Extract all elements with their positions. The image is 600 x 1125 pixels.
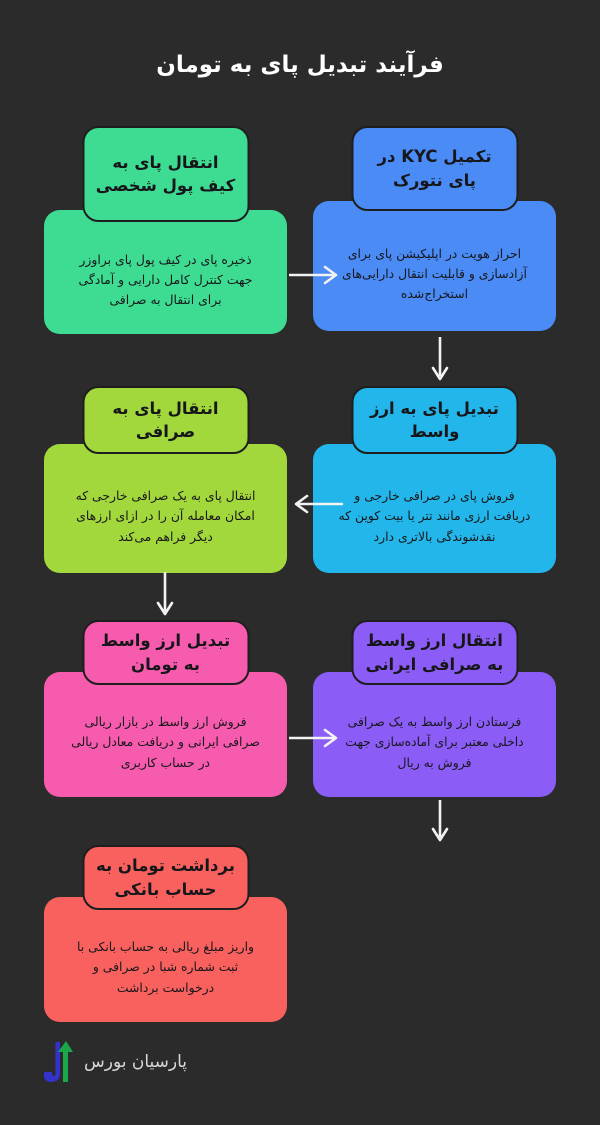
flow-step-2-body-text: ذخیره پای در کیف پول پای براوزر جهت کنتر… <box>78 251 253 308</box>
flow-step-6-body-panel: فروش ارز واسط در بازار ریالی صرافی ایران… <box>44 672 287 797</box>
flow-step-7-body-panel: واریز مبلغ ریالی به حساب بانکی با ثبت شم… <box>44 897 287 1022</box>
flow-step-3-body-panel: انتقال پای به یک صرافی خارجی که امکان مع… <box>44 444 287 573</box>
flow-step-3-heading-badge: انتقال پای به صرافی <box>82 386 249 454</box>
flow-step-6-heading-badge: تبدیل ارز واسط به تومان <box>82 620 249 685</box>
brand-logo-text: پارسیان بورس <box>84 1052 188 1072</box>
flow-step-5-body-text: فرستادن ارز واسط به یک صرافی داخلی معتبر… <box>345 714 524 770</box>
connector-arrow-down-step6-step7 <box>430 800 450 846</box>
connector-arrow-left-step3-step4 <box>289 494 343 514</box>
flow-step-5-heading-badge: انتقال ارز واسط به صرافی ایرانی <box>351 620 518 685</box>
flow-step-7-heading-badge: برداشت تومان به حساب بانکی <box>82 845 249 910</box>
parsian-bourse-logo-icon <box>40 1039 74 1085</box>
flow-step-3-body-text: انتقال پای به یک صرافی خارجی که امکان مع… <box>75 488 256 544</box>
flow-step-5-body-panel: فرستادن ارز واسط به یک صرافی داخلی معتبر… <box>313 672 556 797</box>
flow-step-2-heading-badge: انتقال پای به کیف پول شخصی <box>82 126 249 222</box>
flow-step-7-heading-text: برداشت تومان به حساب بانکی <box>95 856 235 899</box>
connector-arrow-right-step5-step6 <box>289 728 343 748</box>
brand-logo: پارسیان بورس <box>40 1039 187 1085</box>
flow-step-5-heading-text: انتقال ارز واسط به صرافی ایرانی <box>365 631 504 674</box>
flow-step-4-heading-text: تبدیل پای به ارز واسط <box>370 398 499 441</box>
flow-step-7-body-text: واریز مبلغ ریالی به حساب بانکی با ثبت شم… <box>76 939 255 995</box>
flow-step-1-body-panel: احراز هویت در اپلیکیشن پای برای آزادسازی… <box>313 201 556 331</box>
flow-step-4-heading-badge: تبدیل پای به ارز واسط <box>351 386 518 454</box>
flow-step-3-heading-text: انتقال پای به صرافی <box>112 398 219 441</box>
flow-step-1-heading-badge: تکمیل KYC در پای نتورک <box>351 126 518 211</box>
flow-step-1-body-text: احراز هویت در اپلیکیشن پای برای آزادسازی… <box>342 245 527 302</box>
connector-arrow-down-step2-step3 <box>430 337 450 385</box>
flow-step-4-body-panel: فروش پای در صرافی خارجی و دریافت ارزی ما… <box>313 444 556 573</box>
page-title: فرآیند تبدیل پای به تومان <box>156 52 444 78</box>
flow-step-6-body-text: فروش ارز واسط در بازار ریالی صرافی ایران… <box>71 714 260 770</box>
flow-step-6-heading-text: تبدیل ارز واسط به تومان <box>100 631 231 674</box>
flow-step-1-heading-text: تکمیل KYC در پای نتورک <box>377 147 492 190</box>
connector-arrow-right-step1-step2 <box>289 265 343 285</box>
connector-arrow-down-step4-step5 <box>155 572 175 620</box>
flow-step-4-body-text: فروش پای در صرافی خارجی و دریافت ارزی ما… <box>338 488 531 544</box>
flow-step-2-body-panel: ذخیره پای در کیف پول پای براوزر جهت کنتر… <box>44 210 287 334</box>
flow-step-2-heading-text: انتقال پای به کیف پول شخصی <box>95 152 236 195</box>
